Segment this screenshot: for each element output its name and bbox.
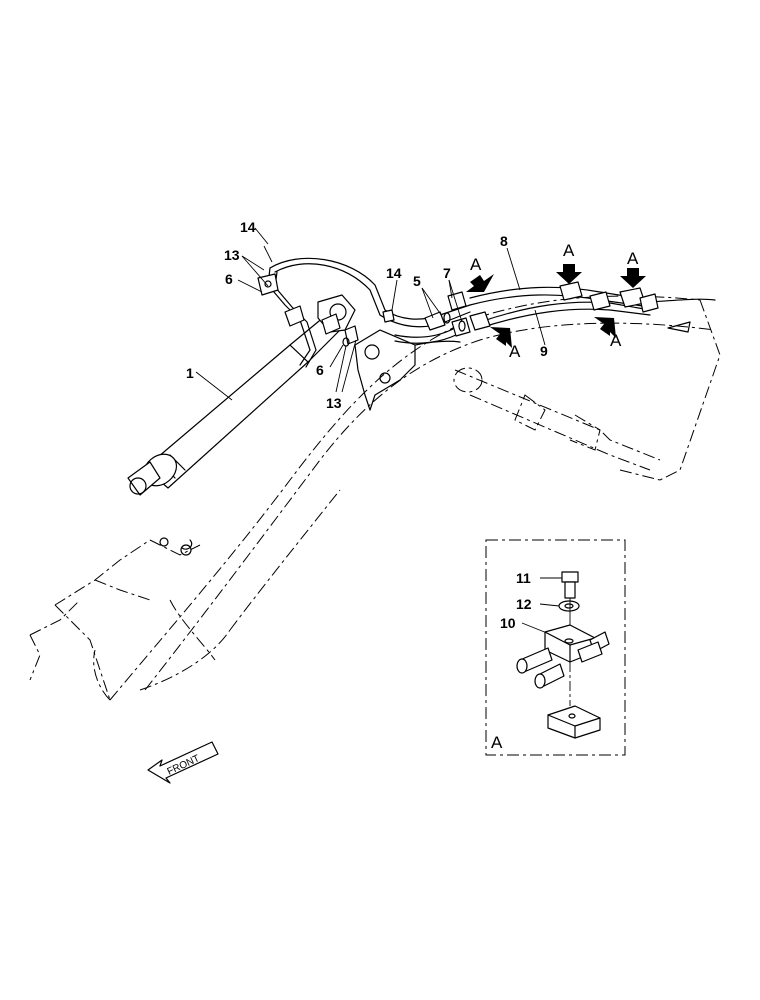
- boom-cylinder: [127, 294, 356, 556]
- part-label-13-upper: 13: [224, 247, 240, 263]
- part-label-7: 7: [443, 265, 451, 281]
- boom-bracket: [354, 329, 461, 411]
- detail-view-label: A: [491, 733, 503, 752]
- view-arrow-4: [490, 327, 512, 348]
- part-label-8: 8: [500, 233, 508, 249]
- arm-cylinder-outline: [453, 367, 661, 471]
- view-arrow-5: [594, 317, 616, 338]
- view-marker-a-4: A: [509, 342, 521, 361]
- view-arrow-2: [556, 264, 582, 284]
- part-label-10: 10: [500, 615, 516, 631]
- part-label-5: 5: [413, 273, 421, 289]
- part-label-14-left: 14: [240, 219, 256, 235]
- cylinder-pipe: [257, 267, 359, 368]
- detail-view-a: [485, 539, 626, 756]
- view-marker-a-1: A: [470, 255, 482, 274]
- leader-lines: [195, 227, 546, 401]
- view-marker-a-3: A: [627, 249, 639, 268]
- part-label-13-lower: 13: [326, 395, 342, 411]
- view-arrow-1: [466, 274, 494, 292]
- part-label-9: 9: [540, 343, 548, 359]
- view-arrow-3: [620, 268, 646, 288]
- part-label-1: 1: [186, 365, 194, 381]
- part-label-6-lower: 6: [316, 362, 324, 378]
- boom-outline: [29, 295, 721, 701]
- part-labels: 1 14 13 6 6 13 14 5 7 8 9 11 12 10: [186, 219, 548, 631]
- hose-clamps: [559, 281, 691, 333]
- hose-fittings: [382, 291, 491, 337]
- part-label-6-upper: 6: [225, 271, 233, 287]
- part-label-14-right: 14: [386, 265, 402, 281]
- part-label-11: 11: [516, 570, 531, 586]
- view-marker-a-2: A: [563, 241, 575, 260]
- part-label-12: 12: [516, 596, 532, 612]
- view-marker-a-5: A: [610, 331, 622, 350]
- front-arrow: FRONT: [147, 741, 219, 784]
- view-markers: A A A A A A: [470, 241, 639, 752]
- view-arrows: [466, 264, 646, 348]
